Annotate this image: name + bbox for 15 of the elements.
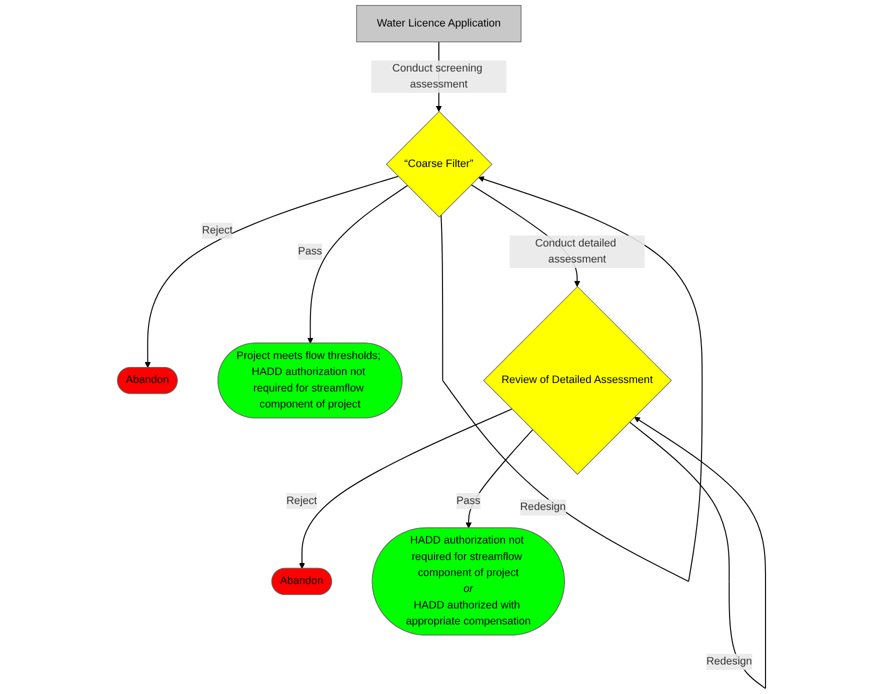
- node-diamond: Review of Detailed Assessment: [483, 286, 672, 475]
- arrow: [440, 176, 703, 582]
- edge-label: Redesign: [520, 501, 566, 513]
- arrow: [144, 176, 398, 368]
- arrow: [299, 408, 512, 569]
- edge-label: Conduct detailed assessment: [535, 238, 616, 266]
- node-diamond: “Coarse Filter”: [386, 110, 492, 218]
- edge-label: Conduct screening assessment: [392, 62, 482, 90]
- edge-label: Pass: [456, 494, 480, 506]
- arrow: [307, 185, 408, 344]
- edge-label: Reject: [202, 224, 233, 236]
- edge-label: Redesign: [706, 656, 752, 668]
- edge-label: Reject: [286, 494, 318, 506]
- edge-label: Pass: [298, 246, 322, 258]
- node-box: Water Licence Application: [356, 5, 522, 42]
